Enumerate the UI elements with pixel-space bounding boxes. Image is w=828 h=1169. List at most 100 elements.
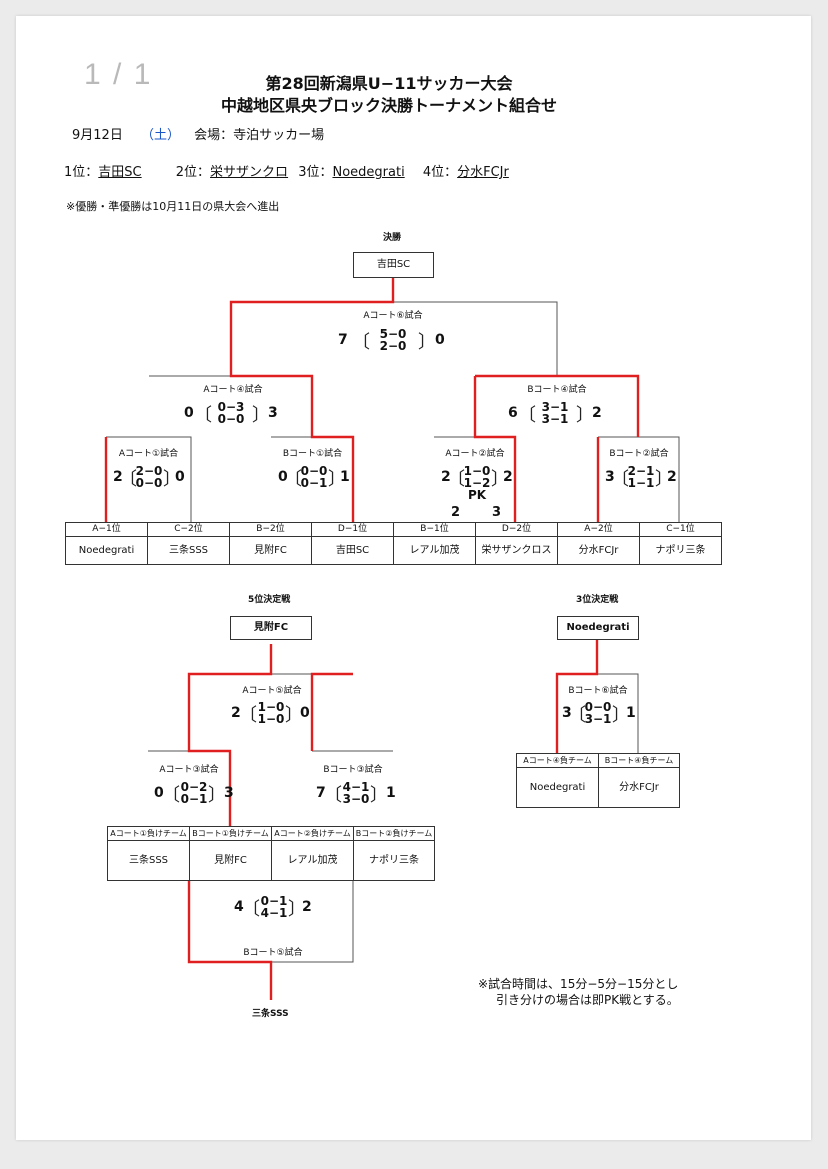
page-indicator: 1 / 1 [84,58,153,91]
half-1: 1−0 [257,700,285,714]
score-right: 1 [386,785,396,801]
bracket-close: 〕 [285,705,303,726]
rank-2-label: 2位： [175,165,211,180]
score-left: 0 [184,405,194,421]
half-1: 2−0 [135,464,163,478]
team-cell: ナポリ三条 [639,536,722,565]
score-left: 2 [231,705,241,721]
bracket-close: 〕 [328,469,346,490]
score-right: 0 [435,332,445,348]
champion-box: 吉田SC [353,252,434,278]
score-right: 2 [503,469,513,485]
team-cell: 三条SSS [147,536,230,565]
half-2: 0−1 [180,792,208,806]
score-left: 2 [441,469,451,485]
team-cell: Noedegrati [65,536,148,565]
q4-court: Bコート②試合 [609,449,669,459]
rank-1-label: 1位： [64,165,99,180]
score-right: 2 [302,899,312,915]
half-2: 3−0 [342,792,370,806]
final-court: Aコート⑥試合 [363,311,423,321]
half-2: 4−1 [260,906,288,920]
seed-cell: Bコート①負けチーム [189,826,272,841]
score-right: 3 [224,785,234,801]
rank-2-team: 栄サザンクロ [210,165,289,180]
bracket-open: 〔 [119,469,137,490]
rules-note: ※試合時間は、15分−5分−15分とし 引き分けの場合は即PK戦とする。 [478,976,679,1008]
seed-cell: Aコート④負チーム [516,753,599,768]
half-2: 3−1 [541,412,569,426]
score-right: 2 [592,405,602,421]
score-left: 7 [338,332,348,348]
pk-score-left: 2 [451,505,461,520]
rank-3-team: Noedegrati [332,165,405,180]
rankings: 1位：吉田SC 2位：栄サザンクロ 3位：Noedegrati 4位：分水FCJ… [64,161,509,180]
score-left: 3 [562,705,572,721]
half-1: 1−0 [463,464,491,478]
half-1: 0−0 [584,700,612,714]
half-1: 0−0 [300,464,328,478]
team-cell: 分水FCJr [598,767,680,808]
venue: 会場：寺泊サッカー場 [194,128,325,143]
team-cell: 分水FCJr [557,536,640,565]
fifth-right-court: Bコート③試合 [323,765,383,775]
seed-cell: Aコート②負けチーム [271,826,354,841]
bracket-open: 〔 [194,405,212,426]
score-left: 7 [316,785,326,801]
score-left: 0 [278,469,288,485]
pk-score-right: 3 [492,505,502,520]
half-1: 0−2 [180,780,208,794]
score-right: 0 [175,469,185,485]
half-1: 0−3 [217,400,245,414]
q1-court: Aコート①試合 [118,449,179,459]
score-left: 0 [154,785,164,801]
fifth-bottom-court: Bコート⑤試合 [243,948,303,958]
seed-cell: C−2位 [147,522,230,537]
half-2: 1−1 [627,476,655,490]
fifth-final-court: Aコート⑤試合 [242,686,302,696]
bracket-open: 〔 [518,405,536,426]
team-cell: レアル加茂 [393,536,476,565]
score-left: 3 [605,469,615,485]
rank-3-label: 3位： [298,165,333,180]
seed-cell: Bコート②負けチーム [353,826,435,841]
seed-cell: A−1位 [65,522,148,537]
seed-cell: B−2位 [229,522,312,537]
bracket-open: 〔 [611,469,629,490]
title-line-1: 第28回新潟県U−11サッカー大会 [265,74,513,93]
score-right: 0 [300,705,310,721]
bracket-close: 〕 [370,785,388,806]
bracket-open: 〔 [352,332,370,353]
fifth-left-court: Aコート③試合 [159,765,219,775]
bracket-close: 〕 [576,405,594,426]
rank-4-label: 4位： [422,165,458,180]
half-2: 0−0 [217,412,245,426]
bracket-close: 〕 [655,469,673,490]
team-cell: 見附FC [189,840,272,881]
third-winner-box: Noedegrati [557,616,639,640]
third-label: 3位決定戦 [576,595,619,605]
score-right: 1 [340,469,350,485]
rules-note-line-2: 引き分けの場合は即PK戦とする。 [496,993,679,1007]
third-final-court: Bコート⑥試合 [568,686,628,696]
fifth-bottom-winner: 三条SSS [252,1009,289,1019]
seed-cell: B−1位 [393,522,476,537]
fifth-label: 5位決定戦 [248,595,291,605]
bracket-lines [104,278,680,1000]
bracket-open: 〔 [242,899,260,920]
half-2: 2−0 [379,339,407,353]
bracket-close: 〕 [163,469,181,490]
bracket-open: 〔 [447,469,465,490]
score-left: 2 [113,469,123,485]
date: 9月12日 [72,128,123,143]
rules-note-line-1: ※試合時間は、15分−5分−15分とし [478,977,679,991]
seed-cell: A−2位 [557,522,640,537]
score-left: 6 [508,405,518,421]
